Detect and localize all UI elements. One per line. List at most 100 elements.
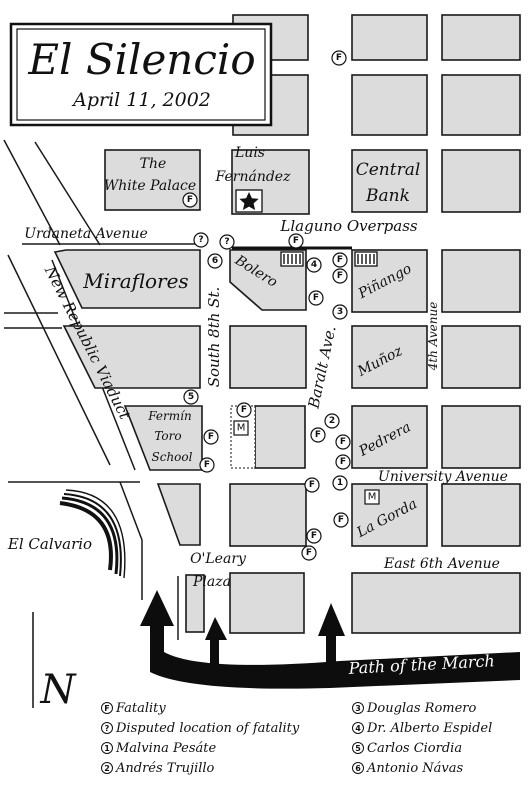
svg-text:F: F bbox=[309, 480, 315, 490]
legend-label: Douglas Romero bbox=[367, 700, 477, 716]
metro-icon: M bbox=[364, 489, 380, 505]
block bbox=[441, 325, 521, 389]
label-luis-2: Fernández bbox=[215, 169, 292, 185]
victim-5-icon: 5 bbox=[183, 389, 199, 405]
block-pedrera bbox=[351, 405, 428, 469]
fatality-icon: F bbox=[199, 457, 215, 473]
label-central-bank-2: Bank bbox=[365, 186, 410, 206]
svg-text:F: F bbox=[306, 548, 312, 558]
victim-4-icon: 4 bbox=[306, 257, 322, 273]
block bbox=[351, 14, 428, 61]
block bbox=[441, 14, 521, 61]
legend-label: Fatality bbox=[116, 700, 166, 716]
svg-text:F: F bbox=[313, 293, 319, 303]
block bbox=[229, 483, 307, 547]
svg-text:M: M bbox=[368, 492, 377, 503]
star-icon bbox=[239, 192, 259, 210]
label-oleary-1: O'Leary bbox=[190, 551, 247, 567]
fatality-icon: F bbox=[304, 477, 320, 493]
victim-6-icon: 6 bbox=[207, 253, 223, 269]
svg-text:F: F bbox=[337, 271, 343, 281]
fatality-icon: F bbox=[332, 268, 348, 284]
fatality-icon: F bbox=[335, 454, 351, 470]
label-white-palace-1: The bbox=[140, 156, 167, 172]
fatality-icon: F bbox=[332, 252, 348, 268]
fatality-icon: F bbox=[335, 434, 351, 450]
block bbox=[229, 325, 307, 389]
disputed-icon: ? bbox=[101, 722, 113, 734]
block bbox=[62, 325, 201, 389]
svg-text:1: 1 bbox=[337, 478, 343, 488]
legend-label: Dr. Alberto Espidel bbox=[367, 720, 493, 736]
fatality-icon: F bbox=[306, 528, 322, 544]
map-date: April 11, 2002 bbox=[71, 89, 211, 111]
legend-label: Malvina Pesáte bbox=[116, 740, 217, 756]
block bbox=[254, 405, 306, 469]
el-calvario-arcs bbox=[59, 489, 126, 579]
svg-text:F: F bbox=[338, 515, 344, 525]
legend-label: Carlos Ciordia bbox=[367, 740, 463, 756]
label-el-calvario: El Calvario bbox=[7, 535, 92, 553]
svg-text:F: F bbox=[187, 195, 193, 205]
metro-icon: M bbox=[233, 420, 249, 436]
label-fermin-2: Toro bbox=[154, 429, 181, 443]
north-indicator: N bbox=[32, 612, 78, 713]
legend-label: Antonio Návas bbox=[367, 760, 464, 776]
block bbox=[156, 483, 201, 546]
label-4th-avenue: 4th Avenue bbox=[426, 302, 440, 372]
block bbox=[229, 572, 305, 634]
block bbox=[351, 572, 521, 634]
fatality-icon: F bbox=[236, 402, 252, 418]
victim-2-icon: 2 bbox=[324, 413, 340, 429]
svg-text:F: F bbox=[340, 437, 346, 447]
label-oleary-2: Plaza bbox=[192, 574, 231, 590]
block bbox=[441, 149, 521, 213]
svg-text:5: 5 bbox=[188, 392, 194, 402]
disputed-icon: ? bbox=[219, 234, 235, 250]
block-munoz bbox=[351, 325, 428, 389]
svg-text:F: F bbox=[293, 236, 299, 246]
label-llaguno-overpass: Llaguno Overpass bbox=[279, 217, 417, 235]
fatality-icon: F bbox=[331, 50, 347, 66]
legend-item-disputed: ?Disputed location of fatality bbox=[101, 718, 299, 738]
block bbox=[441, 405, 521, 469]
title-box: El Silencio April 11, 2002 bbox=[9, 22, 273, 127]
north-letter: N bbox=[40, 667, 78, 713]
svg-text:F: F bbox=[337, 255, 343, 265]
svg-text:4: 4 bbox=[311, 260, 317, 270]
svg-text:?: ? bbox=[224, 237, 229, 247]
victim-markers: 1 2 3 4 5 6 bbox=[183, 253, 348, 491]
fatality-icon: F bbox=[288, 233, 304, 249]
label-white-palace-2: White Palace bbox=[104, 178, 196, 194]
victim-1-icon: 1 bbox=[101, 742, 113, 754]
legend-label: Disputed location of fatality bbox=[116, 720, 300, 736]
victim-3-icon: 3 bbox=[332, 304, 348, 320]
label-east-6th-avenue: East 6th Avenue bbox=[383, 556, 500, 572]
block-oleary-plaza bbox=[185, 574, 205, 633]
fatality-icon: F bbox=[301, 545, 317, 561]
block bbox=[441, 483, 521, 547]
svg-text:F: F bbox=[241, 405, 247, 415]
label-miraflores: Miraflores bbox=[82, 269, 188, 293]
label-central-bank-1: Central bbox=[356, 160, 421, 180]
victim-5-icon: 5 bbox=[352, 742, 364, 754]
disputed-icon: ? bbox=[193, 232, 209, 248]
llaguno-overpass bbox=[232, 246, 378, 267]
label-fermin-3: School bbox=[152, 450, 193, 464]
victim-3-icon: 3 bbox=[352, 702, 364, 714]
svg-text:F: F bbox=[208, 432, 214, 442]
disputed-markers: ? ? bbox=[193, 232, 235, 250]
map-title: El Silencio bbox=[27, 35, 255, 84]
svg-text:3: 3 bbox=[337, 307, 343, 317]
label-urdaneta-avenue: Urdaneta Avenue bbox=[24, 226, 148, 242]
block-central-bank bbox=[351, 149, 428, 213]
block bbox=[351, 74, 428, 136]
svg-text:F: F bbox=[311, 531, 317, 541]
label-fermin-1: Fermín bbox=[147, 409, 191, 423]
